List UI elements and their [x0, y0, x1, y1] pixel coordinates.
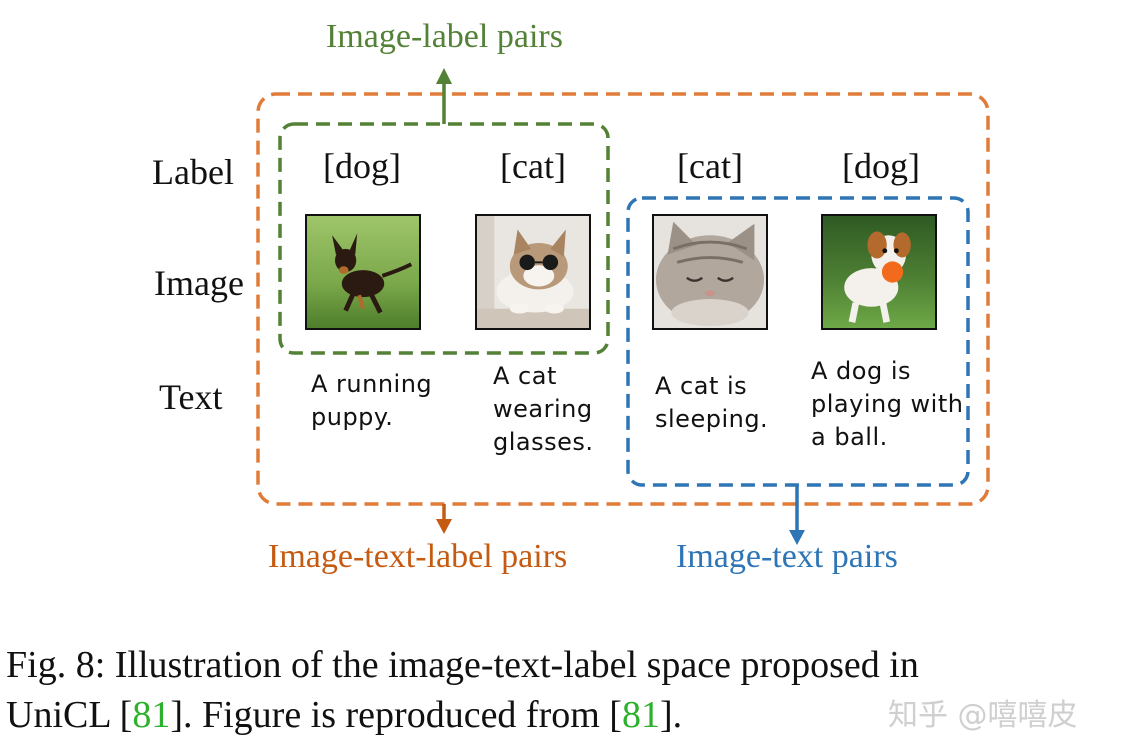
figure-caption-line2: UniCL [81]. Figure is reproduced from [8…: [6, 690, 682, 740]
caption-text: ].: [659, 694, 683, 736]
caption-line: wearing: [493, 395, 593, 423]
citation-link[interactable]: 81: [621, 694, 660, 736]
sleeping-kitten-photo: [652, 214, 768, 330]
image-text-label-arrowhead: [436, 519, 452, 534]
watermark: 知乎 @嘻嘻皮: [888, 698, 1078, 733]
image-text-pairs-title: Image-text pairs: [676, 538, 898, 575]
image-label-pairs-title: Image-label pairs: [326, 18, 563, 55]
caption-sleeping-kitten: A cat is sleeping.: [655, 370, 768, 436]
column-label: [dog]: [323, 146, 401, 186]
caption-line: A running: [311, 370, 433, 398]
column-label: [dog]: [842, 146, 920, 186]
dog-with-ball-photo: [821, 214, 937, 330]
row-label-text: Text: [159, 377, 223, 417]
caption-line: A cat: [493, 362, 557, 390]
caption-line: glasses.: [493, 428, 594, 456]
caption-line: playing with: [811, 390, 964, 418]
caption-line: a ball.: [811, 423, 888, 451]
diagram-frames: [256, 68, 990, 545]
caption-dog-ball: A dog is playing with a ball.: [811, 355, 963, 454]
image-label-arrowhead: [436, 68, 452, 84]
cat-with-glasses-photo: [475, 214, 591, 330]
caption-text: ]. Figure is reproduced from [: [170, 694, 622, 736]
caption-line: puppy.: [311, 403, 394, 431]
caption-cat-glasses: A cat wearing glasses.: [493, 360, 594, 459]
image-text-label-frame: [256, 92, 990, 506]
caption-running-puppy: A running puppy.: [311, 368, 432, 434]
image-label-frame: [278, 122, 610, 355]
image-text-arrowhead: [789, 530, 805, 545]
citation-link[interactable]: 81: [132, 694, 171, 736]
caption-text: UniCL [: [6, 694, 133, 736]
row-label-image: Image: [154, 263, 244, 303]
running-puppy-photo: [305, 214, 421, 330]
column-label: [cat]: [500, 146, 566, 186]
row-label-label: Label: [152, 152, 234, 192]
caption-line: A dog is: [811, 357, 911, 385]
column-label: [cat]: [677, 146, 743, 186]
figure-caption-line1: Fig. 8: Illustration of the image-text-l…: [6, 644, 919, 686]
image-text-label-pairs-title: Image-text-label pairs: [268, 538, 568, 575]
caption-line: A cat is: [655, 372, 748, 400]
caption-line: sleeping.: [655, 405, 769, 433]
